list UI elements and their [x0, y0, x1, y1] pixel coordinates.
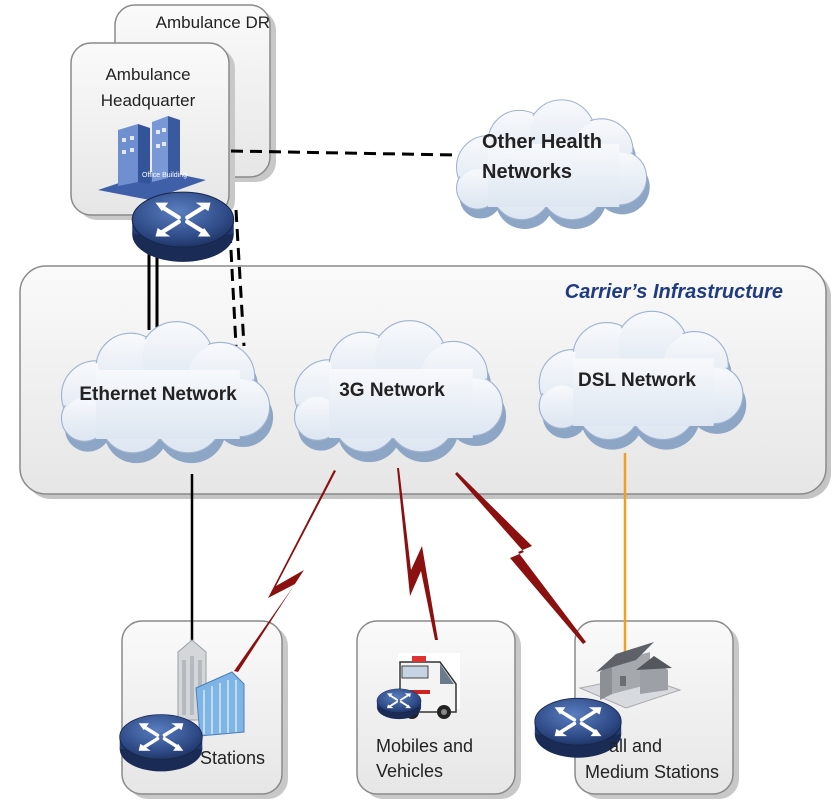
mobiles-label-line2: Vehicles: [376, 761, 443, 781]
other-health-label-line2: Networks: [482, 161, 572, 183]
lightning-link-icon: [397, 468, 438, 640]
ethernet-network-cloud: Ethernet Network: [60, 321, 274, 464]
mobiles-label-line1: Mobiles and: [376, 736, 473, 756]
small-medium-label-line2: Medium Stations: [585, 762, 719, 782]
lightning-link-icon: [455, 472, 586, 644]
house-icon: [578, 642, 682, 709]
mobiles-router-icon: [376, 687, 422, 721]
other-health-label-line1: Other Health: [482, 131, 602, 153]
stations-label: Stations: [200, 748, 265, 768]
tower-building-icon: [177, 639, 245, 737]
dsl-network-label: DSL Network: [578, 370, 696, 391]
small-medium-label-line1: all and: [609, 736, 662, 756]
hq-label-line2: Headquarter: [101, 91, 196, 110]
3g-network-label: 3G Network: [339, 380, 445, 401]
dsl-network-cloud: DSL Network: [538, 310, 747, 451]
ambulance-hq-box: Ambulance Headquarter Office Building: [70, 42, 235, 220]
hq-router-icon: [132, 192, 233, 262]
ambulance-dr-label: Ambulance DR: [156, 13, 270, 32]
carrier-infrastructure-label: Carrier’s Infrastructure: [565, 281, 783, 303]
ethernet-network-label: Ethernet Network: [79, 384, 237, 405]
office-building-caption: Office Building: [142, 172, 187, 179]
stations-router-icon: [118, 712, 204, 774]
3g-network-cloud: 3G Network: [293, 320, 507, 463]
lightning-link-icon: [234, 470, 336, 672]
other-health-networks-cloud: Other Health Networks: [455, 99, 651, 230]
office-building-icon: Office Building: [98, 116, 206, 200]
hq-label-line1: Ambulance: [105, 65, 190, 84]
